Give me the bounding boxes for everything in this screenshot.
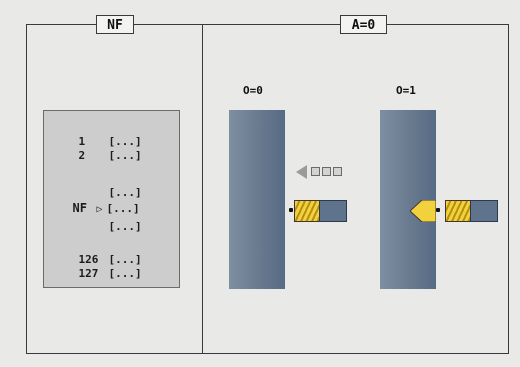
a0-panel-title: A=0 <box>340 15 387 34</box>
list-item-value: [...] <box>106 202 140 215</box>
drill-tool-icon <box>445 200 471 222</box>
tool-tip-icon <box>410 200 436 222</box>
list-item-number: 2 <box>78 149 86 162</box>
arrow-square <box>322 167 331 176</box>
nf-list: 1[...] 2[...] [...] NF▷[...] [...] 126[.… <box>43 110 180 288</box>
list-item: 127 [...] <box>52 254 142 280</box>
list-item-value: [...] <box>108 149 142 162</box>
list-item-number: 126 <box>78 253 99 266</box>
nf-panel-title: NF <box>96 15 134 34</box>
list-item: 1 [...] <box>52 122 142 148</box>
list-item-number: 127 <box>78 267 99 280</box>
list-item: [...] <box>52 207 142 233</box>
workpiece-left <box>229 110 285 289</box>
list-item-value: [...] <box>108 220 142 233</box>
current-marker-icon: ▷ <box>96 204 103 215</box>
tool-holder <box>319 200 347 222</box>
workpiece-right <box>380 110 436 289</box>
list-item-number: NF <box>72 201 87 215</box>
orientation-label-1: O=1 <box>396 84 416 97</box>
list-item: 2 [...] <box>52 136 142 162</box>
list-item-number: 1 <box>78 135 86 148</box>
list-item-value: [...] <box>108 253 142 266</box>
list-item-value: [...] <box>108 135 142 148</box>
tool-reference-dot <box>289 208 293 212</box>
tool-reference-dot <box>436 208 440 212</box>
arrow-square <box>311 167 320 176</box>
list-item: [...] <box>52 173 142 199</box>
list-item: 126 [...] <box>52 240 142 266</box>
tool-holder <box>470 200 498 222</box>
list-item-current: NF▷[...] <box>46 189 140 216</box>
arrow-left-icon <box>296 165 348 179</box>
orientation-label-0: O=0 <box>243 84 263 97</box>
arrow-square <box>333 167 342 176</box>
list-item-value: [...] <box>108 186 142 199</box>
arrowhead-shape <box>296 165 307 179</box>
drill-tool-icon <box>294 200 320 222</box>
list-item-value: [...] <box>108 267 142 280</box>
